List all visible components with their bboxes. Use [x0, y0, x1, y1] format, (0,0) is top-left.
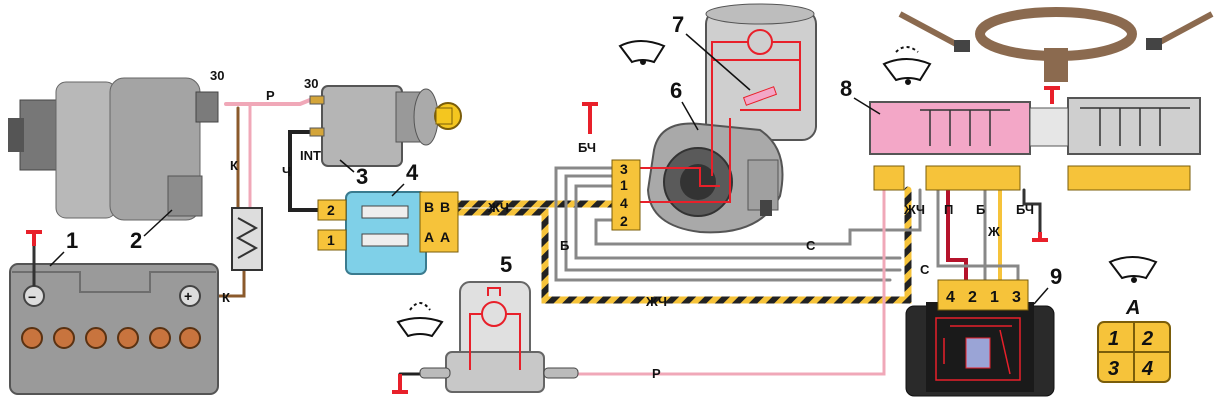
wire-grey-s	[594, 188, 922, 246]
wire-label-bch-right: БЧ	[1016, 202, 1034, 217]
battery-cell-caps	[21, 327, 201, 349]
relay-pin-1: 1	[990, 289, 999, 306]
terminal-30-alternator: 30	[210, 68, 224, 83]
wire-label-b-right: Б	[976, 202, 985, 217]
inset-title: А	[1125, 297, 1140, 319]
inset-pin-4: 4	[1141, 358, 1153, 380]
wire-label-s-mid: С	[806, 238, 816, 253]
relay-pin-2: 2	[968, 289, 977, 306]
motor-connector	[611, 159, 641, 231]
fuse-label-a2: А	[440, 229, 450, 245]
fuse-label-a1: А	[424, 229, 434, 245]
callout-7: 7	[672, 12, 684, 37]
wire-label-ch: Ч	[282, 164, 291, 179]
wiper-motor	[640, 3, 817, 234]
column-switch	[869, 97, 1201, 191]
fuse-label-v1: В	[424, 199, 434, 215]
inset-connector	[1097, 321, 1171, 383]
callout-2: 2	[130, 228, 142, 253]
wire-label-zhch-top: ЖЧ	[487, 200, 509, 215]
wire-label-s-low: С	[920, 262, 930, 277]
motor-pin-3: 3	[620, 161, 628, 177]
alternator	[8, 77, 219, 221]
battery-positive-terminal	[179, 285, 201, 307]
wire-ch	[288, 130, 320, 212]
fuse-label-2: 2	[327, 202, 335, 218]
wire-grey-2	[564, 174, 902, 272]
wire-zhch-bottom	[454, 186, 912, 304]
ignition-switch	[309, 85, 462, 167]
wire-label-b-left: Б	[560, 238, 569, 253]
wire-bch-right	[1022, 188, 1042, 234]
battery: − +	[9, 232, 219, 395]
wire-label-k-bat: К	[222, 290, 230, 305]
washer-pump	[419, 281, 579, 393]
ground-symbol-relay	[1032, 232, 1048, 242]
inset-pin-3: 3	[1108, 358, 1119, 380]
wire-r-bottom	[576, 188, 886, 376]
wire-label-k-alt: К	[230, 158, 238, 173]
washer-icon	[396, 302, 444, 338]
relay-connector	[937, 279, 1029, 311]
terminal-30-switch: 30	[304, 76, 318, 91]
wire-label-r-bottom: Р	[652, 366, 661, 381]
callout-4: 4	[406, 160, 419, 185]
inset-pin-1: 1	[1108, 328, 1119, 350]
relay-pin-4: 4	[946, 289, 955, 306]
ground-symbol-switch	[1044, 86, 1060, 104]
motor-pin-1: 1	[620, 177, 628, 193]
callout-5: 5	[500, 252, 512, 277]
steering-wheel	[898, 7, 1214, 82]
fuse-label-v2: В	[440, 199, 450, 215]
fuse-holder	[231, 207, 263, 271]
wire-grey-1	[554, 166, 892, 282]
callout-1: 1	[66, 228, 78, 253]
wire-label-zhch-bottom: ЖЧ	[645, 294, 667, 309]
callout-8: 8	[840, 76, 852, 101]
ground-symbol-battery	[26, 230, 42, 246]
wiper-relay	[905, 279, 1055, 397]
terminal-int-switch: INT	[300, 148, 321, 163]
inset-pin-2: 2	[1141, 328, 1153, 350]
wiper-icon-inset	[1108, 256, 1158, 283]
callout-9: 9	[1050, 264, 1062, 289]
wire-grey-3	[574, 184, 902, 260]
fuse-pin-2	[317, 199, 347, 221]
wire-label-r-top: Р	[266, 88, 275, 103]
wire-red-relay	[946, 188, 968, 282]
callout-3: 3	[356, 164, 368, 189]
wire-label-zh-right: Ж	[987, 224, 1000, 239]
wire-label-bch-left: БЧ	[578, 140, 596, 155]
wire-label-p-right: П	[944, 202, 953, 217]
wire-s-right	[936, 188, 1020, 282]
callout-6: 6	[670, 78, 682, 103]
intermittent-wiper-icon	[882, 46, 932, 85]
fuse-block	[317, 191, 459, 275]
fuse-label-1: 1	[327, 232, 335, 248]
motor-pin-4: 4	[620, 195, 628, 211]
relay-pin-3: 3	[1012, 289, 1021, 306]
wires	[198, 98, 1042, 376]
wire-label-zhch-right: ЖЧ	[903, 202, 925, 217]
battery-plus-sign: +	[184, 288, 192, 304]
ground-symbol-pump	[392, 374, 408, 394]
fuse-pin-1	[317, 229, 347, 251]
ground-symbol-motor	[582, 102, 598, 134]
motor-pin-2: 2	[620, 213, 628, 229]
battery-minus-sign: −	[28, 289, 36, 305]
wiper-icon	[618, 40, 666, 65]
